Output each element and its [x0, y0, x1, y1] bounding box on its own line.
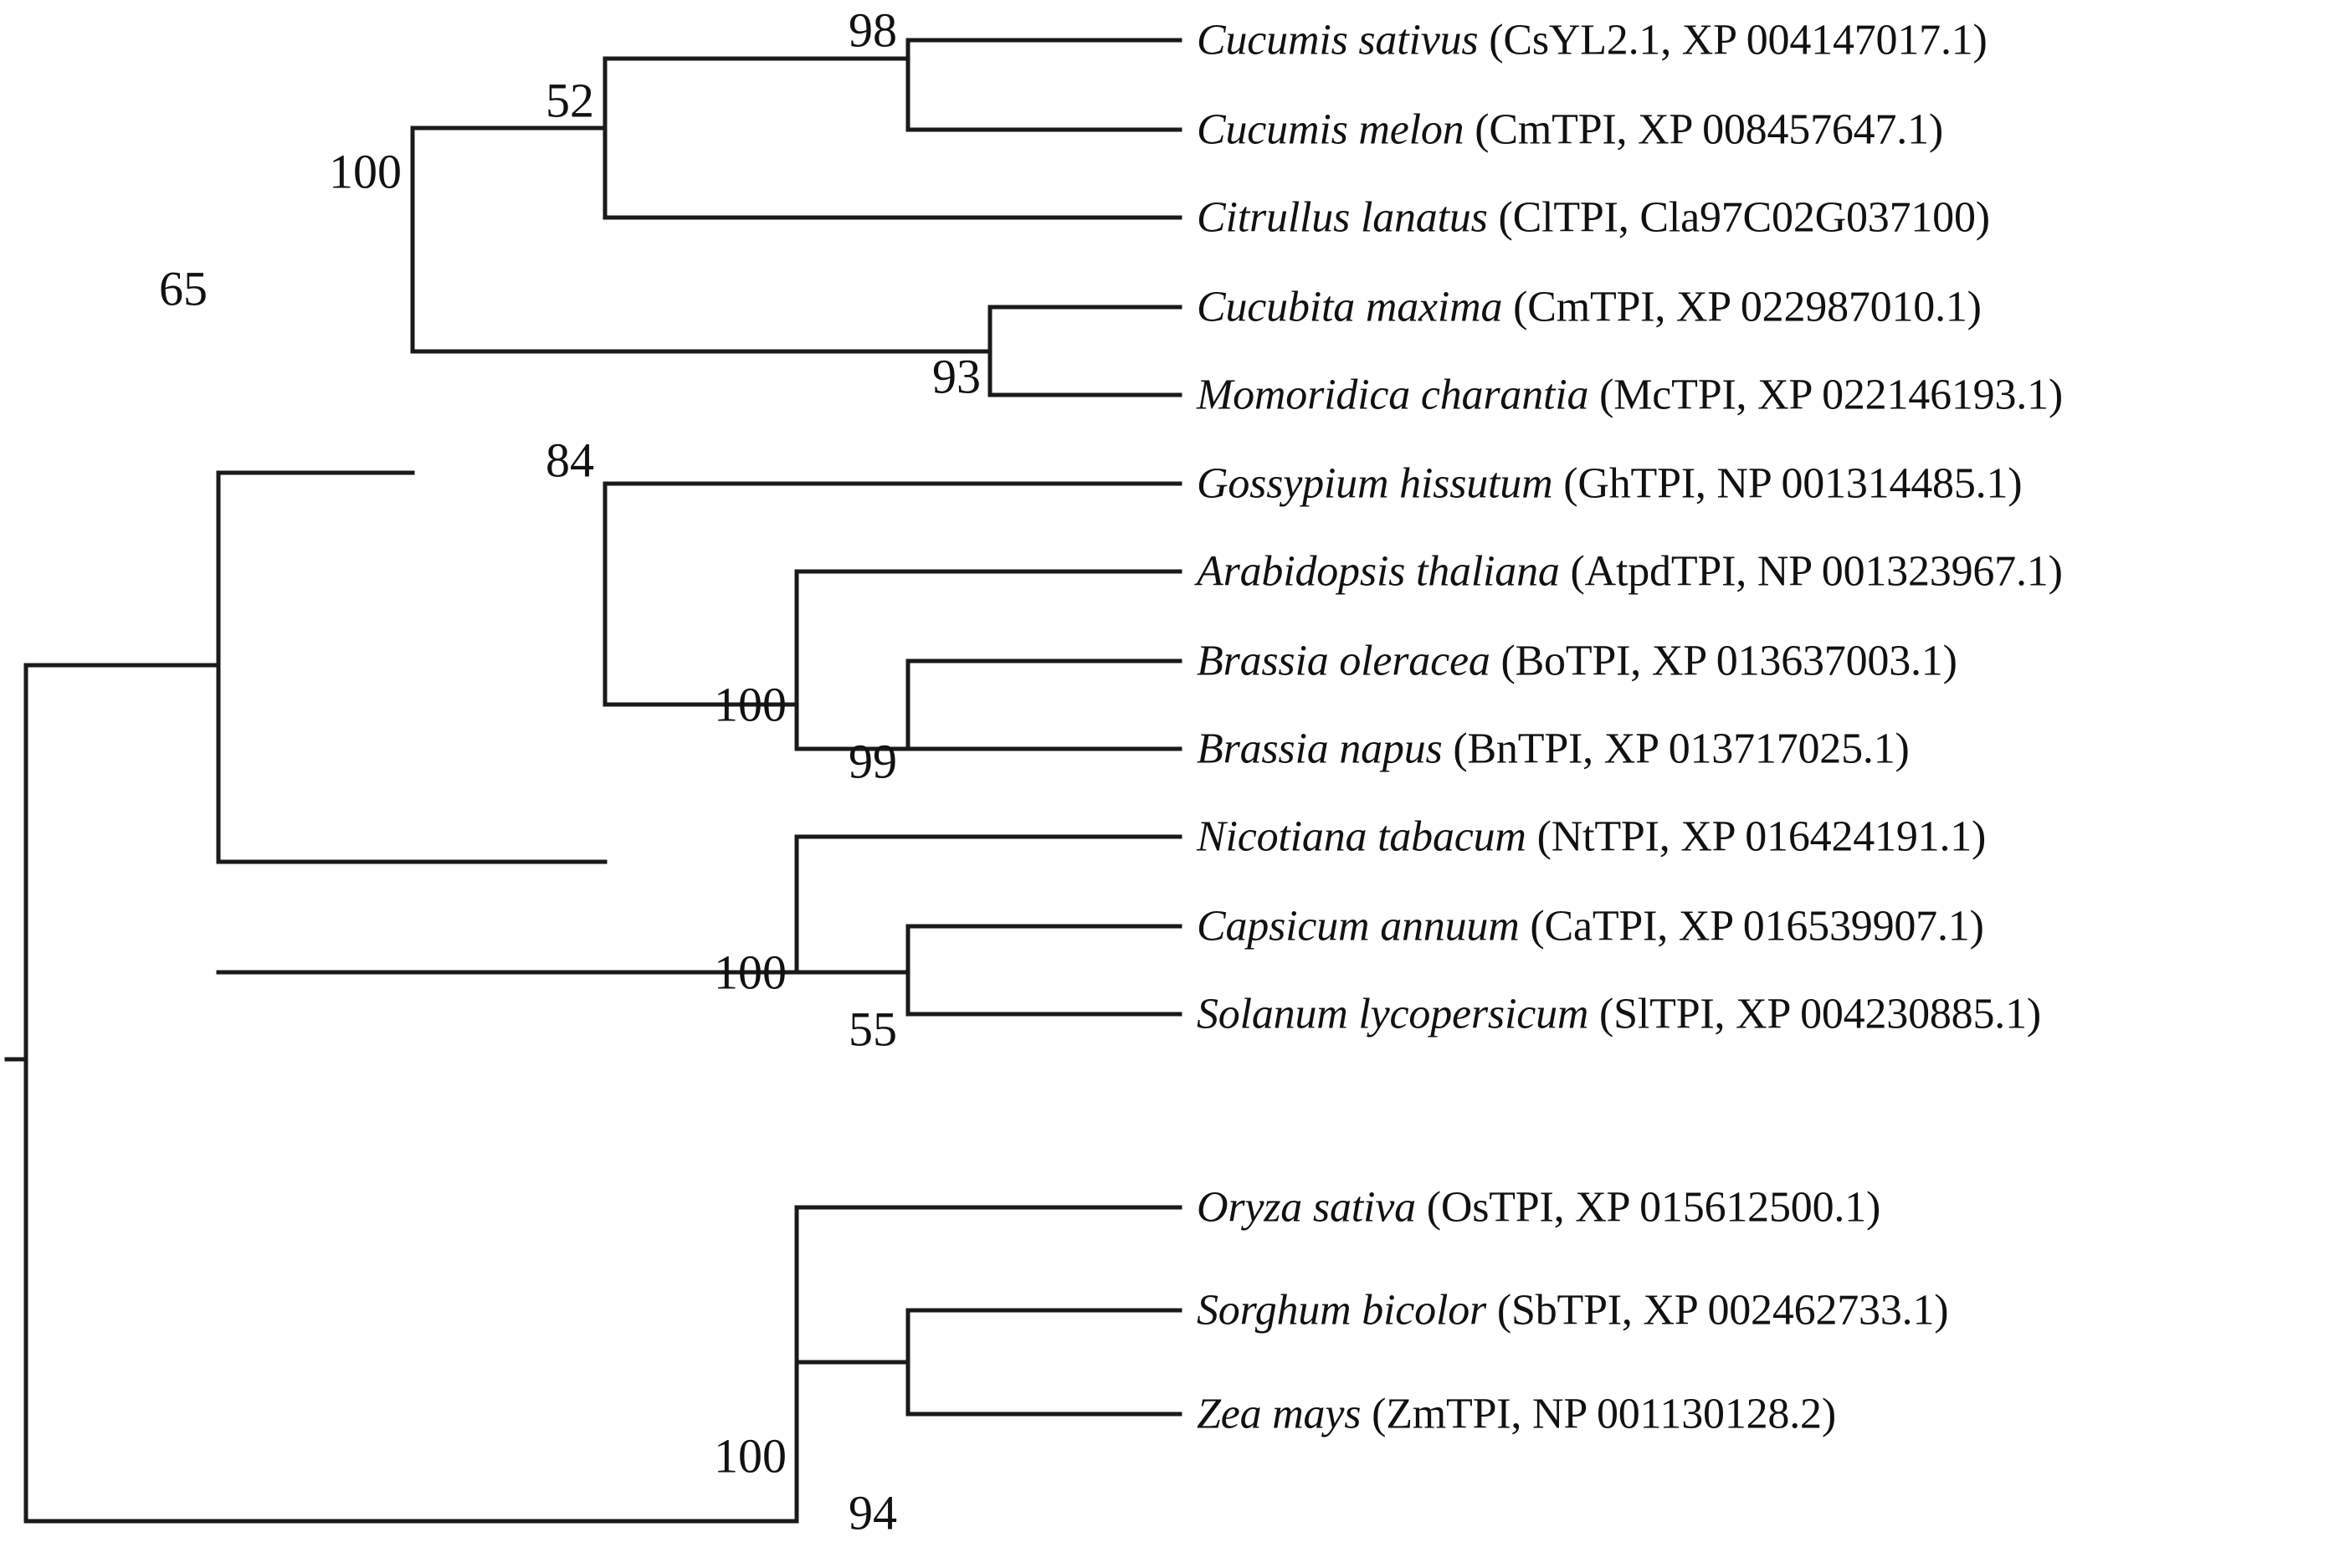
bootstrap-value-node-93: 93: [932, 349, 981, 404]
gene-accession: (McTPI, XP 022146193.1): [1588, 371, 2063, 419]
species-name: Citrullus lanatus: [1197, 193, 1488, 242]
taxon-label-ntabacum: Nicotiana tabacum (NtTPI, XP 016424191.1…: [1197, 812, 1986, 862]
gene-accession: (BnTPI, XP 013717025.1): [1442, 725, 1910, 773]
bootstrap-value-node-94: 94: [849, 1485, 897, 1540]
taxon-label-csativus: Cucumis sativus (CsYL2.1, XP 004147017.1…: [1197, 16, 1988, 65]
taxon-label-cmelon: Cucumis melon (CmTPI, XP 008457647.1): [1197, 105, 1943, 155]
species-name: Cucubita maxima: [1197, 283, 1503, 331]
gene-accession: (NtTPI, XP 016424191.1): [1526, 812, 1987, 861]
species-name: Gossypium hissutum: [1197, 459, 1553, 508]
gene-accession: (OsTPI, XP 015612500.1): [1415, 1183, 1881, 1232]
taxon-label-ghissutum: Gossypium hissutum (GhTPI, NP 001314485.…: [1197, 459, 2023, 509]
bootstrap-value-node-100-poaceae: 100: [714, 1428, 787, 1483]
species-name: Cucumis sativus: [1197, 16, 1479, 64]
bootstrap-value-node-99: 99: [849, 734, 897, 789]
taxon-label-slycopersicum: Solanum lycopersicum (SlTPI, XP 00423088…: [1197, 990, 2041, 1039]
gene-accession: (BoTPI, XP 013637003.1): [1490, 637, 1957, 685]
taxon-label-osativa: Oryza sativa (OsTPI, XP 015612500.1): [1197, 1183, 1880, 1232]
bootstrap-value-node-65: 65: [159, 261, 208, 316]
species-name: Brassia oleracea: [1197, 637, 1490, 685]
taxon-label-sbicolor: Sorghum bicolor (SbTPI, XP 002462733.1): [1197, 1286, 1949, 1335]
gene-accession: (ClTPI, Cla97C02G037100): [1487, 193, 1990, 242]
species-name: Solanum lycopersicum: [1197, 990, 1589, 1038]
taxon-label-cannuum: Capsicum annuum (CaTPI, XP 016539907.1): [1197, 902, 1984, 951]
taxon-label-athaliana: Arabidopsis thaliana (AtpdTPI, NP 001323…: [1197, 547, 2063, 597]
species-name: Sorghum bicolor: [1197, 1286, 1487, 1335]
species-name: Arabidopsis thaliana: [1197, 547, 1560, 596]
gene-accession: (CmTPI, XP 022987010.1): [1502, 283, 1982, 331]
gene-accession: (ZmTPI, NP 001130128.2): [1361, 1390, 1836, 1438]
taxon-label-boleracea: Brassia oleracea (BoTPI, XP 013637003.1): [1197, 637, 1957, 686]
gene-accession: (CaTPI, XP 016539907.1): [1519, 902, 1984, 951]
bootstrap-value-node-55: 55: [849, 1002, 897, 1057]
species-name: Zea mays: [1197, 1390, 1362, 1438]
species-name: Brassia napus: [1197, 725, 1443, 773]
bootstrap-value-node-100-solanaceae: 100: [714, 945, 787, 1000]
gene-accession: (CsYL2.1, XP 004147017.1): [1478, 16, 1988, 64]
bootstrap-value-node-84: 84: [546, 433, 594, 488]
gene-accession: (SbTPI, XP 002462733.1): [1486, 1286, 1949, 1335]
taxon-label-bnapus: Brassia napus (BnTPI, XP 013717025.1): [1197, 725, 1910, 774]
bootstrap-value-node-52: 52: [546, 73, 594, 128]
gene-accession: (SlTPI, XP 004230885.1): [1588, 990, 2041, 1038]
gene-accession: (GhTPI, NP 001314485.1): [1552, 459, 2023, 508]
gene-accession: (CmTPI, XP 008457647.1): [1464, 105, 1943, 154]
taxon-label-zmays: Zea mays (ZmTPI, NP 001130128.2): [1197, 1390, 1836, 1439]
taxon-label-clanatus: Citrullus lanatus (ClTPI, Cla97C02G03710…: [1197, 193, 1990, 243]
species-name: Oryza sativa: [1197, 1183, 1416, 1232]
bootstrap-value-node-100-cucurbit: 100: [329, 144, 402, 199]
bootstrap-value-node-100-brassica: 100: [714, 677, 787, 732]
species-name: Momoridica charantia: [1197, 371, 1589, 419]
species-name: Nicotiana tabacum: [1197, 812, 1526, 861]
gene-accession: (AtpdTPI, NP 001323967.1): [1559, 547, 2063, 596]
species-name: Capsicum annuum: [1197, 902, 1520, 951]
taxon-label-cmaxima: Cucubita maxima (CmTPI, XP 022987010.1): [1197, 283, 1982, 332]
taxon-label-mcharantia: Momoridica charantia (McTPI, XP 02214619…: [1197, 371, 2063, 420]
species-name: Cucumis melon: [1197, 105, 1464, 154]
bootstrap-value-node-98: 98: [849, 3, 897, 58]
